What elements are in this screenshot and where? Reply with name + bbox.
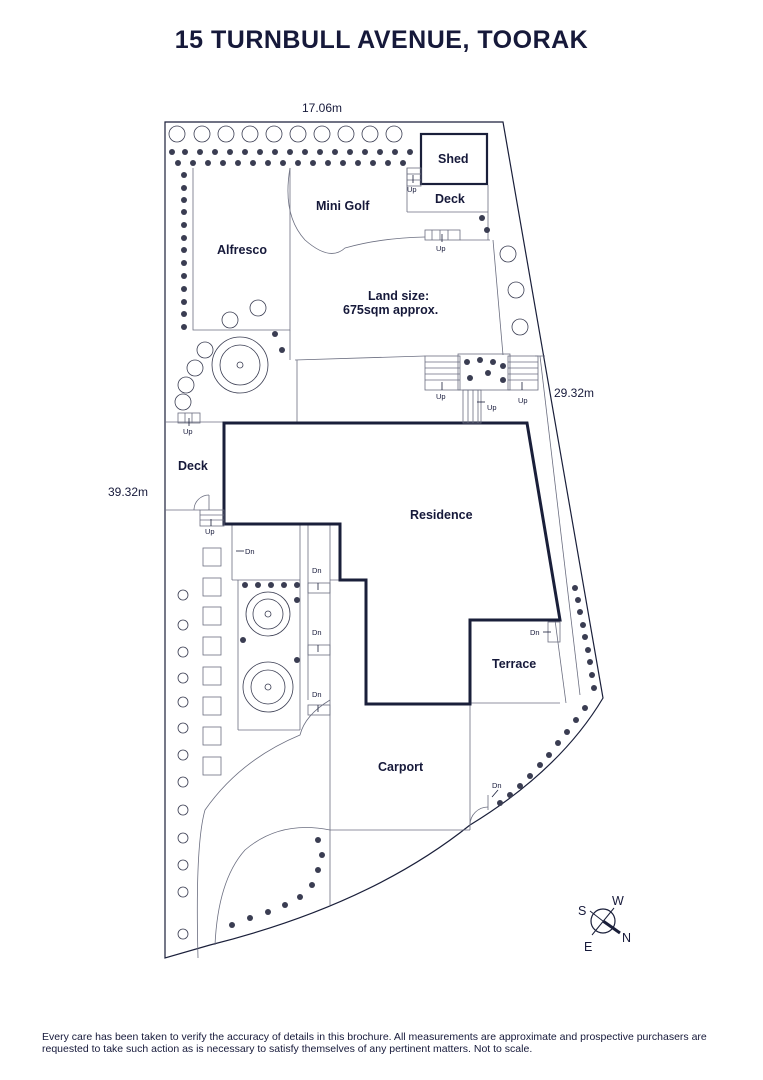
compass-west: W — [612, 894, 624, 908]
page-title: 15 TURNBULL AVENUE, TOORAK — [174, 26, 589, 54]
trees — [174, 299, 294, 713]
compass-icon — [589, 907, 621, 936]
marker-dn: Dn — [312, 690, 322, 699]
steps — [177, 167, 561, 716]
marker-dn: Dn — [530, 628, 540, 637]
compass-south: S — [578, 904, 586, 918]
compass-east: E — [584, 940, 592, 954]
land-size-value: 675sqm approx. — [343, 303, 438, 317]
marker-dn: Dn — [312, 566, 322, 575]
room-deck-top: Deck — [435, 192, 465, 206]
hedge-top — [168, 125, 403, 143]
garden-lines — [165, 167, 581, 959]
direction-arrows — [188, 175, 551, 798]
marker-dn: Dn — [312, 628, 322, 637]
shrub-dots — [169, 149, 597, 928]
room-terrace: Terrace — [492, 657, 536, 671]
site-boundary — [164, 121, 604, 959]
dimension-right: 29.32m — [554, 386, 594, 400]
room-mini-golf: Mini Golf — [316, 199, 370, 213]
marker-up: Up — [487, 403, 497, 412]
marker-up: Up — [407, 185, 417, 194]
marker-up: Up — [183, 427, 193, 436]
room-residence: Residence — [410, 508, 473, 522]
room-carport: Carport — [378, 760, 424, 774]
side-shrubs — [177, 245, 529, 940]
paving-stones — [202, 547, 222, 776]
residence-outline — [222, 421, 562, 706]
shed-outline — [419, 132, 489, 186]
marker-up: Up — [205, 527, 215, 536]
room-deck-left: Deck — [178, 459, 208, 473]
disclaimer-text: Every care has been taken to verify the … — [42, 1031, 707, 1055]
marker-up: Up — [518, 396, 528, 405]
marker-dn: Dn — [492, 781, 502, 790]
marker-up: Up — [436, 244, 446, 253]
land-size-label: Land size: — [368, 289, 429, 303]
dimension-left: 39.32m — [108, 485, 148, 499]
compass-north: N — [622, 931, 631, 945]
dimension-top: 17.06m — [302, 101, 342, 115]
room-shed: Shed — [438, 152, 469, 166]
marker-dn: Dn — [245, 547, 255, 556]
room-alfresco: Alfresco — [217, 243, 267, 257]
marker-up: Up — [436, 392, 446, 401]
